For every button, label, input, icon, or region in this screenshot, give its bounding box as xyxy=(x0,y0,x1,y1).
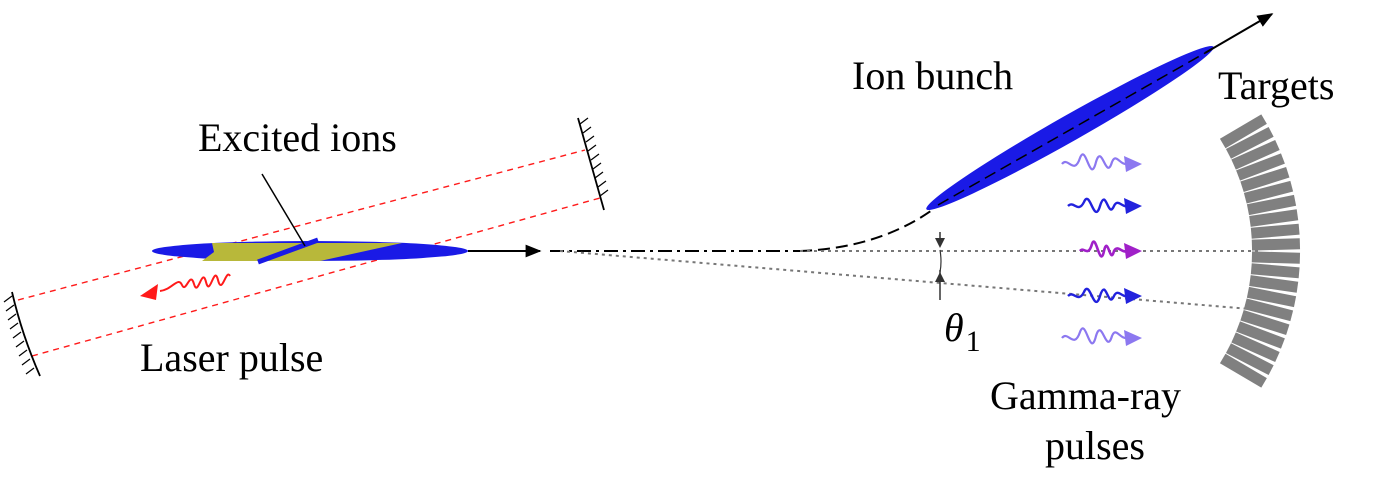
ion-bunch-accelerated xyxy=(926,13,1274,211)
gamma-pulse-top-light xyxy=(1061,153,1142,172)
ion-bunch-in-cavity xyxy=(152,237,468,265)
ion-bunch-ellipse-right xyxy=(926,45,1214,211)
target-segment xyxy=(1251,251,1301,264)
gamma-pulse-center-purple xyxy=(1078,240,1142,259)
theta-label: θ1 xyxy=(944,305,981,357)
target-segment xyxy=(1219,114,1267,149)
ion-trajectory-curve xyxy=(799,207,936,252)
ion-bunch-label: Ion bunch xyxy=(852,53,1014,98)
target-segment xyxy=(1225,343,1274,375)
excited-ions-pointer xyxy=(261,173,306,247)
target-segment xyxy=(1231,332,1280,363)
gamma-pulses xyxy=(1061,153,1142,346)
gamma-pulse-lower-dark xyxy=(1067,287,1142,304)
laser-pulse-label: Laser pulse xyxy=(140,335,324,380)
theta-subscript: 1 xyxy=(965,325,981,358)
scattered-photon-red xyxy=(140,273,231,300)
beamline xyxy=(550,207,936,252)
theta-angle-marker xyxy=(935,232,945,300)
target-segment xyxy=(1219,353,1267,388)
target-segment xyxy=(1231,139,1280,170)
laser-beams xyxy=(17,149,601,357)
gamma-ray-label-line2: pulses xyxy=(1045,423,1145,468)
target-segment xyxy=(1249,275,1299,293)
target-segment xyxy=(1249,209,1299,227)
target-segment xyxy=(1251,238,1301,251)
target-segment xyxy=(1243,180,1294,204)
gamma-paths xyxy=(559,250,1263,311)
left-mirror xyxy=(3,291,41,377)
target-segment xyxy=(1250,223,1300,239)
theta-symbol: θ xyxy=(944,305,964,350)
target-segment xyxy=(1236,153,1285,181)
target-segment xyxy=(1250,263,1300,279)
targets-label: Targets xyxy=(1218,63,1335,108)
gamma-ray-label-line1: Gamma-ray xyxy=(990,373,1182,418)
target-segment xyxy=(1225,127,1274,159)
ion-bunch-axis xyxy=(937,52,1206,206)
target-segment xyxy=(1243,298,1294,322)
targets-array xyxy=(1219,114,1301,388)
right-mirror xyxy=(577,117,609,211)
gamma-pulse-upper-dark xyxy=(1067,197,1142,214)
target-segment xyxy=(1236,321,1285,349)
target-segment xyxy=(1246,286,1297,308)
target-segment xyxy=(1240,166,1290,193)
target-segment xyxy=(1240,309,1290,336)
ion-direction-arrow xyxy=(1204,13,1274,54)
laser-wavefront-line xyxy=(257,237,319,265)
excited-ions-label: Excited ions xyxy=(198,115,397,160)
excited-ions-region xyxy=(202,243,402,261)
gamma-path-angled xyxy=(559,250,1263,311)
laser-beam-upper xyxy=(17,149,586,301)
target-segment xyxy=(1246,194,1297,216)
gamma-pulse-bottom-light xyxy=(1061,327,1142,346)
